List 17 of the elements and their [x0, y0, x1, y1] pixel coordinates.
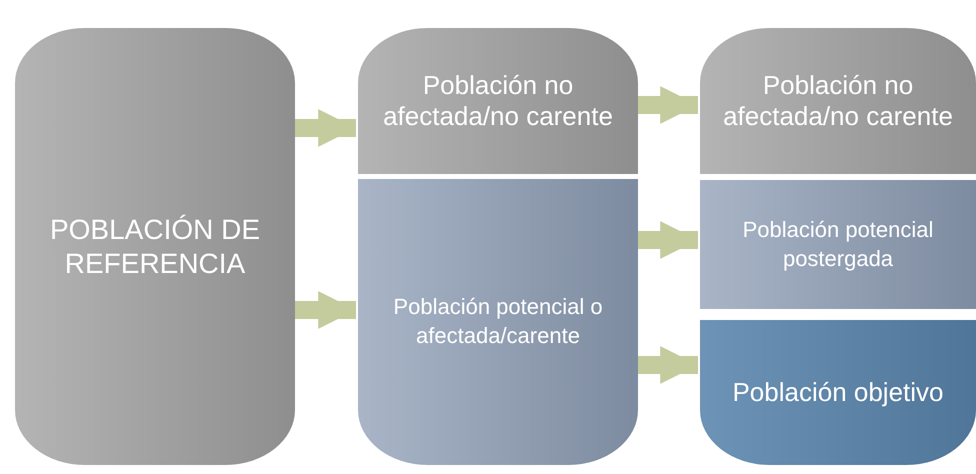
- block-label: Población no afectada/no carente: [722, 70, 954, 132]
- population-block: [700, 28, 976, 174]
- block-label: Población potencial o afectada/carente: [392, 293, 604, 350]
- block-arrow: [636, 346, 698, 384]
- population-block: [358, 28, 638, 174]
- population-block: [358, 179, 638, 465]
- population-block: [15, 28, 295, 465]
- population-block: [700, 180, 976, 309]
- block-label: Población no afectada/no carente: [382, 70, 614, 132]
- block-arrow: [293, 291, 356, 329]
- block-label: POBLACIÓN DE REFERENCIA: [48, 212, 262, 280]
- population-block: [700, 320, 976, 465]
- block-arrow: [293, 109, 356, 147]
- block-label: Población objetivo: [732, 376, 944, 409]
- block-arrow: [636, 86, 698, 124]
- block-label: Población potencial postergada: [742, 216, 934, 273]
- block-arrow: [636, 221, 698, 259]
